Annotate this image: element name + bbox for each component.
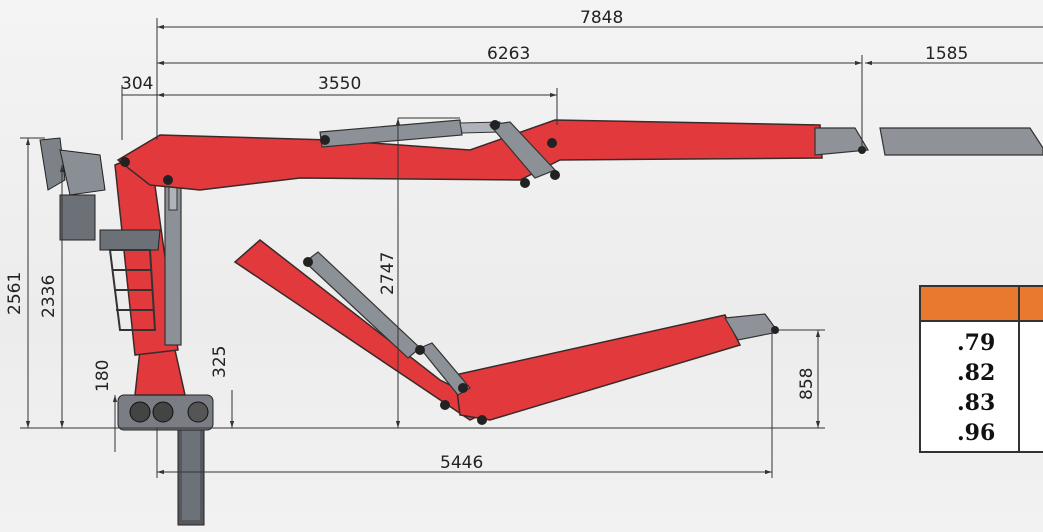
table-divider [1018, 287, 1020, 320]
spec-row: .96 [957, 420, 996, 446]
spec-row: .79 [957, 330, 996, 356]
dimension-lines: 7848 6263 1585 304 3550 2561 2336 2747 1… [5, 8, 1043, 478]
spec-table: .79 .82 .83 .96 [919, 285, 1043, 453]
dim-boom-reach: 6263 [487, 44, 530, 64]
crane-column [114, 148, 214, 526]
dim-inner-reach: 3550 [318, 74, 361, 94]
dim-folded-reach: 5446 [440, 453, 483, 473]
spec-table-header [921, 287, 1043, 322]
dim-total-reach: 7848 [580, 8, 623, 28]
table-divider [1018, 322, 1020, 453]
main-boom-folded [233, 239, 780, 425]
dim-base-height: 180 [93, 360, 113, 392]
spec-row: .83 [957, 390, 996, 416]
dim-total-height: 2561 [5, 272, 25, 315]
dim-folded-height: 2747 [378, 252, 398, 295]
dim-offset: 304 [121, 74, 153, 94]
dim-extension: 1585 [925, 44, 968, 64]
dim-grip-height: 858 [797, 368, 817, 400]
spec-row: .82 [957, 360, 996, 386]
spec-table-body: .79 .82 .83 .96 [921, 322, 1043, 453]
main-boom-extended [116, 119, 1043, 191]
dim-base-offset: 325 [210, 346, 230, 378]
dim-pivot-height: 2336 [39, 275, 59, 318]
operator-seat [39, 137, 161, 331]
